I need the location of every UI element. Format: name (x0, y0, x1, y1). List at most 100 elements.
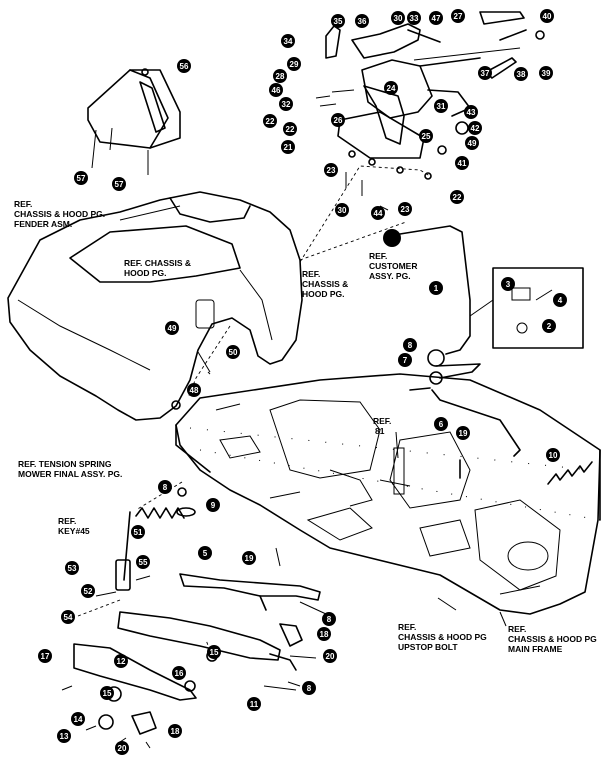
svg-text:20: 20 (118, 744, 127, 753)
callout-25: 25 (419, 129, 433, 143)
fender-assembly (7, 191, 303, 421)
svg-text:25: 25 (422, 132, 431, 141)
lever-console-cover (87, 68, 181, 175)
ref-chassis-hood-1-line2: HOOD PG. (124, 268, 167, 278)
callout-57-b: 57 (112, 177, 126, 191)
svg-text:18: 18 (171, 727, 180, 736)
svg-text:15: 15 (103, 689, 112, 698)
svg-text:54: 54 (64, 613, 73, 622)
lever-arm-cluster (409, 349, 521, 457)
callout-49-a: 49 (465, 136, 479, 150)
svg-text:9: 9 (211, 501, 216, 510)
callout-29: 29 (287, 57, 301, 71)
callout-4: 4 (553, 293, 567, 307)
svg-text:15: 15 (210, 648, 219, 657)
lift-link-5 (179, 547, 321, 611)
svg-text:26: 26 (334, 116, 343, 125)
callout-14: 14 (71, 712, 85, 726)
callout-22-a: 22 (263, 114, 277, 128)
ref-fender-line2: CHASSIS & HOOD PG. (14, 209, 105, 219)
callout-22-b: 22 (283, 122, 297, 136)
svg-text:31: 31 (437, 102, 446, 111)
callout-54: 54 (61, 610, 75, 624)
callout-47: 47 (429, 11, 443, 25)
callout-48: 48 (187, 383, 201, 397)
svg-text:30: 30 (338, 206, 347, 215)
ref-chassis-hood-1-line1: REF. CHASSIS & (124, 258, 191, 268)
svg-text:40: 40 (543, 12, 552, 21)
callout-50: 50 (226, 345, 240, 359)
callout-2: 2 (542, 319, 556, 333)
callout-35: 35 (331, 14, 345, 28)
callout-38: 38 (514, 67, 528, 81)
ref-fender-line1: REF. (14, 199, 32, 209)
callout-44: 44 (371, 206, 385, 220)
svg-text:8: 8 (408, 341, 413, 350)
svg-text:17: 17 (41, 652, 50, 661)
svg-text:44: 44 (374, 209, 383, 218)
svg-text:57: 57 (77, 174, 86, 183)
callout-30: 30 (391, 11, 405, 25)
ref-main-frame-line1: REF. (508, 624, 526, 634)
svg-text:36: 36 (358, 17, 367, 26)
svg-text:11: 11 (250, 700, 259, 709)
callout-12: 12 (114, 654, 128, 668)
callout-15-b: 15 (100, 686, 114, 700)
callouts: 35 36 30 33 47 27 40 34 29 28 46 32 22 2… (38, 9, 567, 755)
callout-55: 55 (136, 555, 150, 569)
callout-8-d: 8 (302, 681, 316, 695)
svg-text:13: 13 (60, 732, 69, 741)
svg-text:53: 53 (68, 564, 77, 573)
svg-text:37: 37 (481, 69, 490, 78)
svg-text:49: 49 (168, 324, 177, 333)
svg-text:42: 42 (471, 124, 480, 133)
ref-labels: REF. CHASSIS & HOOD PG. FENDER ASM. REF.… (14, 199, 597, 654)
callout-22-c: 22 (450, 190, 464, 204)
callout-17: 17 (38, 649, 52, 663)
callout-11: 11 (247, 697, 261, 711)
ref-main-frame-line2: CHASSIS & HOOD PG (508, 634, 597, 644)
svg-text:34: 34 (284, 37, 293, 46)
callout-30-b: 30 (335, 203, 349, 217)
ref-tension-spring-line2: MOWER FINAL ASSY. PG. (18, 469, 122, 479)
callout-20-a: 20 (323, 649, 337, 663)
svg-text:16: 16 (175, 669, 184, 678)
ref-tension-spring-line1: REF. TENSION SPRING (18, 459, 112, 469)
callout-16: 16 (172, 666, 186, 680)
callout-53: 53 (65, 561, 79, 575)
ref-chassis-hood-2-line1: REF. (302, 269, 320, 279)
svg-text:24: 24 (387, 84, 396, 93)
upper-mechanism (315, 11, 545, 211)
svg-text:5: 5 (203, 549, 208, 558)
svg-text:55: 55 (139, 558, 148, 567)
svg-text:27: 27 (454, 12, 463, 21)
svg-text:29: 29 (290, 60, 299, 69)
callout-36: 36 (355, 14, 369, 28)
svg-text:20: 20 (326, 652, 335, 661)
svg-text:8: 8 (307, 684, 312, 693)
callout-52: 52 (81, 584, 95, 598)
svg-text:43: 43 (467, 108, 476, 117)
callout-57-a: 57 (74, 171, 88, 185)
callout-9: 9 (206, 498, 220, 512)
callout-19-a: 19 (456, 426, 470, 440)
svg-text:19: 19 (459, 429, 468, 438)
callout-8-a: 8 (403, 338, 417, 352)
svg-text:2: 2 (547, 322, 552, 331)
ref-chassis-hood-2-line2: CHASSIS & (302, 279, 348, 289)
svg-text:23: 23 (327, 166, 336, 175)
small-parts-box (469, 267, 584, 349)
callout-18-a: 18 (317, 627, 331, 641)
callout-24: 24 (384, 81, 398, 95)
callout-26: 26 (331, 113, 345, 127)
ref-upstop-line2: CHASSIS & HOOD PG (398, 632, 487, 642)
svg-text:47: 47 (432, 14, 441, 23)
svg-text:8: 8 (163, 483, 168, 492)
svg-text:30: 30 (394, 14, 403, 23)
callout-51: 51 (131, 525, 145, 539)
ref-customer-line1: REF. (369, 251, 387, 261)
svg-text:35: 35 (334, 17, 343, 26)
callout-19-b: 19 (242, 551, 256, 565)
svg-text:23: 23 (401, 205, 410, 214)
